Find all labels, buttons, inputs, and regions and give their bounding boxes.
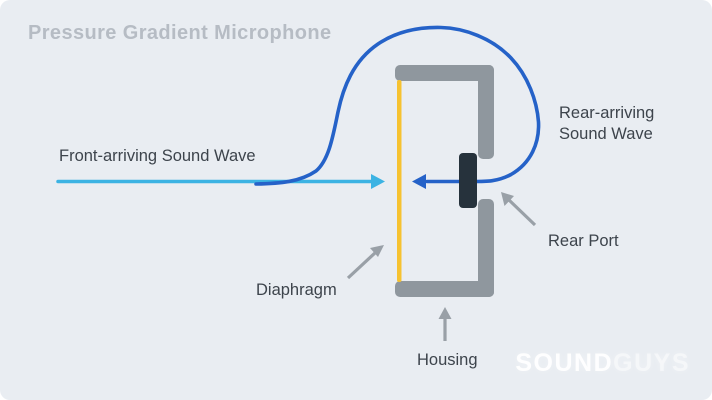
- rear-wave-label-line2: Sound Wave: [559, 125, 653, 143]
- rear-wave-label: Rear-arriving Sound Wave: [559, 103, 654, 145]
- rear-port-pointer-arrow: [501, 192, 537, 227]
- housing-pointer-arrow: [438, 307, 452, 341]
- housing-shape: [395, 65, 494, 297]
- rear-port-shape: [459, 153, 477, 208]
- housing-label: Housing: [417, 351, 478, 369]
- rear-port-label: Rear Port: [548, 232, 619, 250]
- soundguys-logo-light: GUYS: [613, 349, 690, 377]
- diaphragm-line: [397, 80, 402, 282]
- front-wave-arrow: [56, 174, 385, 189]
- diaphragm-pointer-arrow: [346, 245, 384, 280]
- rear-wave-curve: [254, 25, 541, 189]
- rear-wave-label-line1: Rear-arriving: [559, 104, 655, 122]
- front-wave-arrowhead-icon: [371, 174, 385, 189]
- page-title: Pressure Gradient Microphone: [28, 22, 332, 44]
- diaphragm-label: Diaphragm: [256, 281, 337, 299]
- soundguys-logo: SOUNDGUYS: [515, 349, 690, 378]
- soundguys-logo-bold: SOUND: [515, 349, 614, 377]
- rear-wave-arrowhead-icon: [412, 174, 426, 189]
- front-wave-label: Front-arriving Sound Wave: [59, 147, 256, 165]
